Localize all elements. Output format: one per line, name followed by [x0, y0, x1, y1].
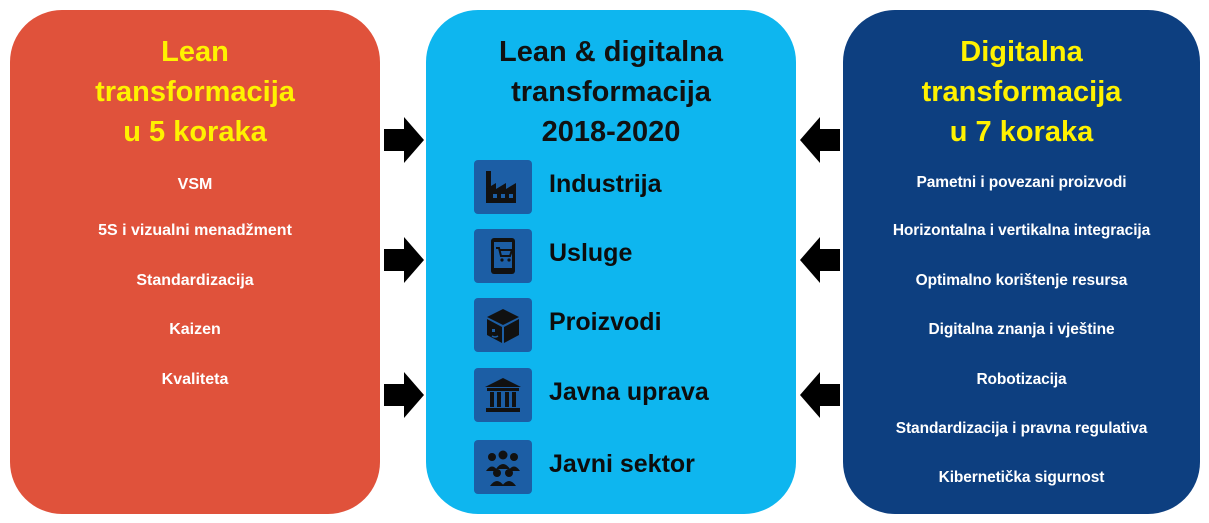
sector-label: Proizvodi [549, 308, 662, 336]
lean-digital-panel-title: Lean & digitalna transformacija 2018-202… [499, 36, 723, 148]
factory-icon [474, 160, 532, 214]
digital-step: Horizontalna i vertikalna integracija [892, 222, 1151, 239]
arrow-right-icon [384, 117, 424, 163]
lean-panel-title: Lean transformacija u 5 koraka [95, 36, 295, 148]
digital-panel-title: Digitalna transformacija u 7 koraka [921, 36, 1122, 148]
lean-step: Kaizen [169, 321, 221, 338]
lean-panel: Lean transformacija u 5 koraka VSM 5S i … [10, 10, 380, 514]
arrow-left-icon [800, 117, 840, 163]
digital-step: Pametni i povezani proizvodi [916, 174, 1127, 191]
lean-step: VSM [177, 176, 213, 193]
lean-digital-panel: Lean & digitalna transformacija 2018-202… [426, 10, 796, 514]
digital-step: Digitalna znanja i vještine [928, 321, 1115, 338]
package-icon [474, 298, 532, 352]
lean-step: Kvaliteta [161, 371, 229, 388]
sector-label: Javna uprava [549, 378, 709, 406]
sector-label: Javni sektor [549, 450, 695, 478]
sector-label: Industrija [549, 170, 662, 198]
digital-panel: Digitalna transformacija u 7 koraka Pame… [843, 10, 1200, 514]
arrow-right-icon [384, 237, 424, 283]
sector-javni-sektor: Javni sektor [474, 440, 774, 494]
sector-usluge: Usluge [474, 229, 774, 283]
arrow-right-icon [384, 372, 424, 418]
sector-label: Usluge [549, 239, 633, 267]
arrow-left-icon [800, 237, 840, 283]
sector-industrija: Industrija [474, 160, 774, 214]
lean-step: Standardizacija [136, 272, 254, 289]
digital-step: Standardizacija i pravna regulativa [895, 420, 1148, 437]
arrow-left-icon [800, 372, 840, 418]
digital-step: Optimalno korištenje resursa [915, 272, 1128, 289]
digital-step: Robotizacija [976, 371, 1067, 388]
people-group-icon [474, 440, 532, 494]
government-building-icon [474, 368, 532, 422]
lean-step: 5S i vizualni menadžment [98, 222, 292, 239]
sector-proizvodi: Proizvodi [474, 298, 774, 352]
sector-javna-uprava: Javna uprava [474, 368, 774, 422]
digital-step: Kibernetička sigurnost [938, 469, 1105, 486]
tablet-cart-icon [474, 229, 532, 283]
